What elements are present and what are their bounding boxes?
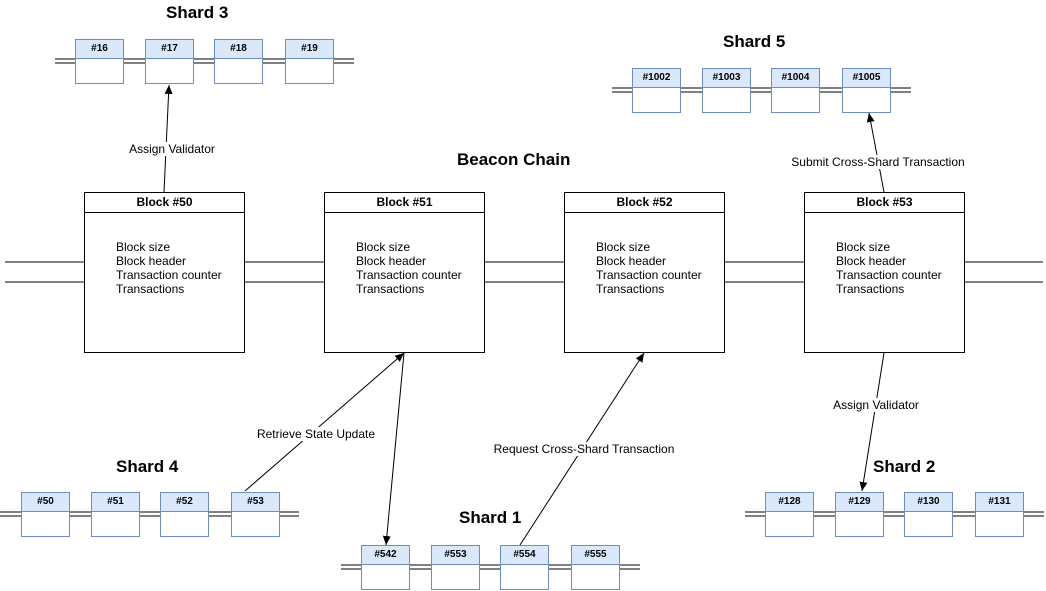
- shard-2-block: #131: [975, 492, 1024, 537]
- shard-4-title: Shard 4: [116, 457, 179, 476]
- shard-block-number: #131: [976, 493, 1023, 512]
- field-block-size: Block size: [116, 240, 171, 254]
- shard-4-block: #51: [91, 492, 140, 537]
- shard-5-block: #1003: [702, 68, 751, 113]
- beacon-block-fields: Block size Block header Transaction coun…: [805, 213, 964, 296]
- field-block-header: Block header: [596, 254, 667, 268]
- beacon-block-fields: Block size Block header Transaction coun…: [85, 213, 244, 296]
- shard-4-block: #50: [21, 492, 70, 537]
- shard-block-number: #542: [362, 546, 409, 565]
- beacon-block-title: Block #52: [565, 193, 724, 213]
- label-assign-validator-shard-2: Assign Validator: [832, 398, 920, 412]
- beacon-block-title: Block #53: [805, 193, 964, 213]
- shard-5-block: #1004: [771, 68, 820, 113]
- shard-block-number: #51: [92, 493, 139, 512]
- field-block-size: Block size: [596, 240, 651, 254]
- shard-block-number: #18: [215, 40, 262, 59]
- shard-block-number: #554: [501, 546, 548, 565]
- shard-5-block: #1005: [842, 68, 891, 113]
- field-transactions: Transactions: [116, 282, 185, 296]
- field-transactions: Transactions: [836, 282, 905, 296]
- beacon-block-fields: Block size Block header Transaction coun…: [325, 213, 484, 296]
- shard-4-block: #52: [160, 492, 209, 537]
- shard-block-number: #555: [572, 546, 619, 565]
- arrow-retrieve-state-update: [244, 352, 405, 492]
- field-block-size: Block size: [836, 240, 891, 254]
- shard-block-number: #19: [286, 40, 333, 59]
- shard-block-number: #1005: [843, 69, 890, 88]
- shard-1-block: #553: [431, 545, 480, 590]
- beacon-block-51: Block #51 Block size Block header Transa…: [324, 192, 485, 353]
- beacon-chain-title: Beacon Chain: [457, 150, 571, 169]
- arrow-shard-1-to-block-51: [382, 343, 409, 546]
- shard-block-number: #1002: [633, 69, 680, 88]
- shard-block-number: #50: [22, 493, 69, 512]
- shard-1-block: #555: [571, 545, 620, 590]
- label-retrieve-state-update: Retrieve State Update: [255, 427, 377, 441]
- shard-4-block: #53: [231, 492, 280, 537]
- shard-block-number: #553: [432, 546, 479, 565]
- arrow-submit-cross-shard: [866, 112, 885, 193]
- shard-block-number: #1003: [703, 69, 750, 88]
- shard-block-number: #128: [766, 493, 813, 512]
- shard-5-block: #1002: [632, 68, 681, 113]
- shard-block-number: #130: [905, 493, 952, 512]
- field-block-header: Block header: [836, 254, 907, 268]
- field-block-size: Block size: [356, 240, 411, 254]
- beacon-block-title: Block #51: [325, 193, 484, 213]
- beacon-block-53: Block #53 Block size Block header Transa…: [804, 192, 965, 353]
- shard-1-title: Shard 1: [459, 508, 522, 527]
- label-submit-cross-shard: Submit Cross-Shard Transaction: [790, 155, 966, 169]
- beacon-block-fields: Block size Block header Transaction coun…: [565, 213, 724, 296]
- shard-block-number: #16: [76, 40, 123, 59]
- shard-block-number: #1004: [772, 69, 819, 88]
- shard-3-block: #16: [75, 39, 124, 84]
- field-transactions: Transactions: [356, 282, 425, 296]
- field-block-header: Block header: [356, 254, 427, 268]
- shard-3-title: Shard 3: [166, 3, 229, 22]
- shard-block-number: #52: [161, 493, 208, 512]
- beacon-block-title: Block #50: [85, 193, 244, 213]
- arrow-assign-validator-shard-3: [163, 84, 173, 193]
- beacon-block-52: Block #52 Block size Block header Transa…: [564, 192, 725, 353]
- shard-block-number: #53: [232, 493, 279, 512]
- field-transaction-counter: Transaction counter: [116, 268, 222, 282]
- shard-2-title: Shard 2: [873, 457, 936, 476]
- shard-block-number: #129: [836, 493, 883, 512]
- label-request-cross-shard: Request Cross-Shard Transaction: [492, 442, 676, 456]
- label-assign-validator-shard-3: Assign Validator: [128, 142, 216, 156]
- shard-1-block: #554: [500, 545, 549, 590]
- shard-2-block: #129: [835, 492, 884, 537]
- shard-block-number: #17: [146, 40, 193, 59]
- arrow-assign-validator-shard-2: [859, 352, 885, 492]
- field-transaction-counter: Transaction counter: [836, 268, 942, 282]
- shard-3-block: #19: [285, 39, 334, 84]
- field-transaction-counter: Transaction counter: [356, 268, 462, 282]
- beacon-block-50: Block #50 Block size Block header Transa…: [84, 192, 245, 353]
- field-transaction-counter: Transaction counter: [596, 268, 702, 282]
- shard-2-block: #130: [904, 492, 953, 537]
- field-block-header: Block header: [116, 254, 187, 268]
- shard-3-block: #17: [145, 39, 194, 84]
- shard-2-block: #128: [765, 492, 814, 537]
- shard-3-block: #18: [214, 39, 263, 84]
- field-transactions: Transactions: [596, 282, 665, 296]
- shard-5-title: Shard 5: [723, 32, 786, 51]
- shard-1-block: #542: [361, 545, 410, 590]
